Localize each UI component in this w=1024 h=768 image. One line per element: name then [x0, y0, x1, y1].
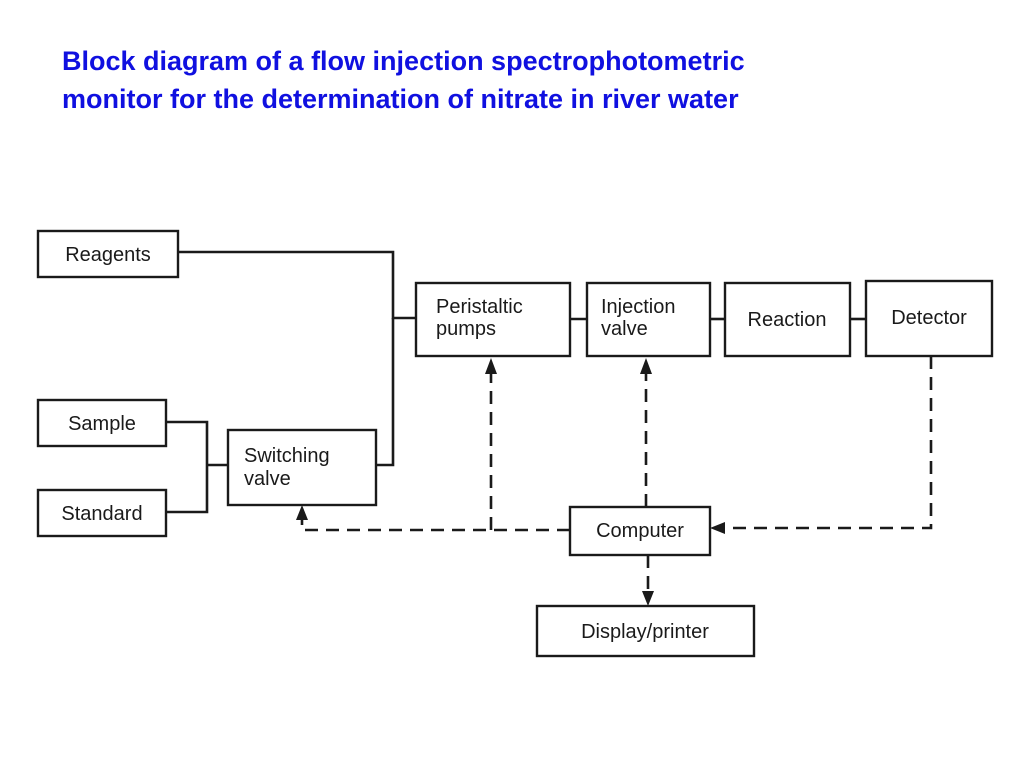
reaction-label: Reaction: [748, 309, 827, 331]
injection-valve-arrow-icon: [640, 358, 652, 374]
display-arrow-icon: [642, 591, 654, 606]
block-standard: Standard: [36, 488, 168, 538]
title-line-2: monitor for the determination of nitrate…: [62, 84, 739, 114]
block-computer: Computer: [568, 505, 712, 557]
block-sample: Sample: [36, 398, 168, 448]
display-printer-label: Display/printer: [581, 621, 709, 643]
block-reagents: Reagents: [36, 229, 180, 279]
sample-label: Sample: [68, 413, 136, 435]
block-peristaltic-pumps: Peristaltic pumps: [414, 281, 572, 358]
block-switching-valve: Switching valve: [226, 428, 378, 507]
title-line-1: Block diagram of a flow injection spectr…: [62, 46, 745, 76]
peristaltic-pumps-label-line-1: Peristaltic: [436, 296, 523, 318]
reagents-label: Reagents: [65, 244, 151, 266]
computer-to-switching-valve-line: [300, 515, 570, 532]
flow-connectors: [166, 250, 866, 514]
computer-arrow-icon: [710, 522, 725, 534]
block-reaction: Reaction: [723, 281, 852, 358]
detector-label: Detector: [891, 307, 967, 329]
block-detector: Detector: [864, 279, 994, 358]
pumps-arrow-icon: [485, 358, 497, 374]
switching-valve-line: [376, 318, 395, 467]
reagents-line: [178, 250, 416, 320]
diagram-title: Block diagram of a flow injection spectr…: [62, 42, 982, 118]
switching-valve-label-line-2: valve: [244, 468, 291, 490]
signal-connectors: [300, 356, 933, 596]
switching-valve-arrow-icon: [296, 505, 308, 520]
arrowheads: [296, 358, 725, 606]
block-display-printer: Display/printer: [535, 604, 756, 658]
sample-standard-line: [166, 420, 209, 514]
computer-label: Computer: [596, 520, 684, 542]
block-injection-valve: Injection valve: [585, 281, 712, 358]
standard-label: Standard: [61, 503, 142, 525]
detector-to-computer-line: [720, 356, 933, 530]
switching-valve-label-line-1: Switching: [244, 445, 330, 467]
peristaltic-pumps-label-line-2: pumps: [436, 318, 496, 340]
injection-valve-label-line-2: valve: [601, 318, 648, 340]
injection-valve-label-line-1: Injection: [601, 296, 676, 318]
